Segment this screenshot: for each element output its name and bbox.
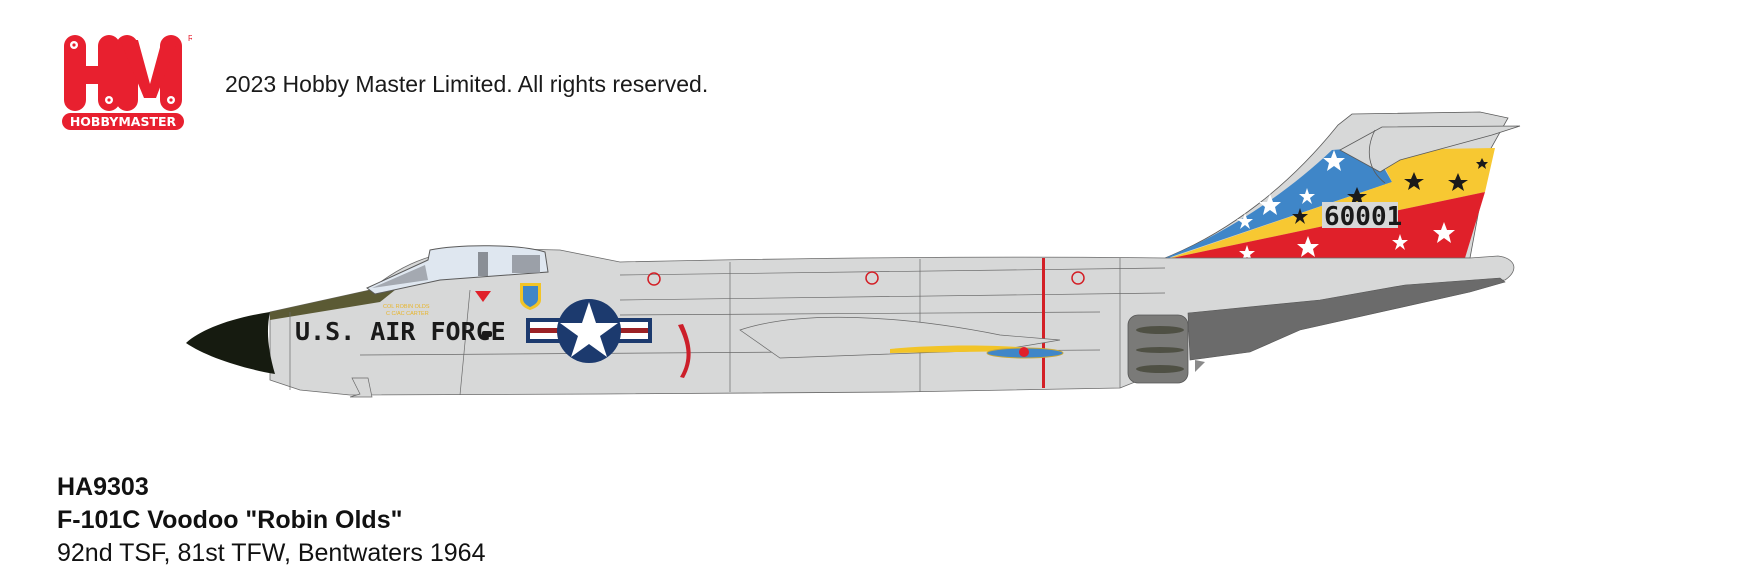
product-code: HA9303: [57, 473, 149, 501]
fuselage-red-stripe: [1042, 258, 1045, 388]
warning-triangle-icon: [475, 291, 491, 302]
hobbymaster-logo: HOBBYMASTER R: [62, 32, 194, 132]
tail-number: 60001: [1324, 202, 1402, 232]
us-air-force-lettering: U.S. AIR FORCE: [295, 317, 506, 346]
product-name: F-101C Voodoo "Robin Olds": [57, 506, 403, 534]
pilot-name-line1: COL ROBIN OLDS: [383, 304, 430, 310]
star-icon: [1237, 150, 1455, 261]
logo-wordmark: HOBBYMASTER: [70, 114, 177, 129]
copyright-text: 2023 Hobby Master Limited. All rights re…: [225, 71, 709, 97]
radome-nose: [186, 312, 275, 374]
product-unit: 92nd TSF, 81st TFW, Bentwaters 1964: [57, 539, 486, 567]
registered-mark: R: [188, 34, 192, 43]
pilot-name-line2: C C/AC CARTER: [386, 311, 429, 317]
black-star-icon: [1292, 158, 1488, 224]
product-info: HA9303 F-101C Voodoo "Robin Olds" 92nd T…: [57, 471, 485, 570]
gear-icon: [70, 41, 175, 104]
vertical-tail-fin: 60001: [1164, 111, 1521, 261]
usaf-roundel: [526, 299, 652, 363]
logo-h-left-stroke: [64, 35, 86, 111]
squadron-badge: [520, 283, 541, 310]
